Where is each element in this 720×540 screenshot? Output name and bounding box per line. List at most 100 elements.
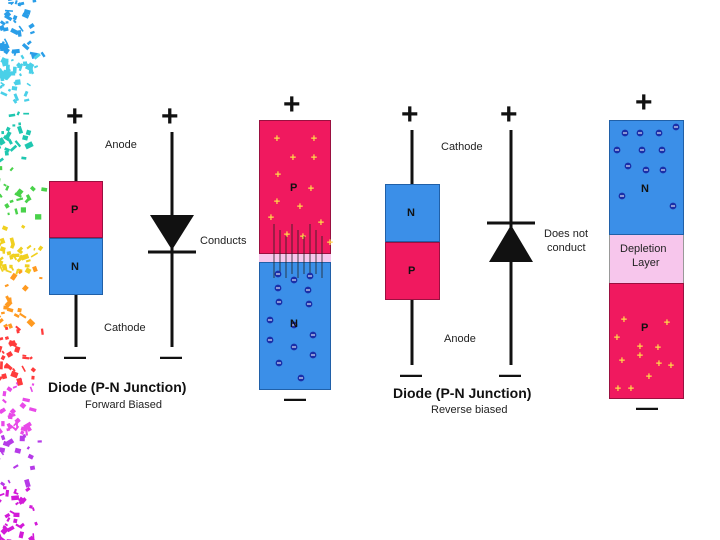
confetti-piece	[0, 533, 3, 540]
confetti-piece	[29, 356, 33, 360]
confetti-piece	[14, 447, 22, 454]
confetti-piece	[0, 259, 4, 268]
confetti-piece	[6, 350, 14, 358]
confetti-piece	[5, 64, 10, 73]
confetti-piece	[22, 354, 27, 357]
confetti-piece	[5, 71, 12, 76]
confetti-piece	[4, 59, 9, 64]
confetti-piece	[12, 15, 18, 21]
confetti-piece	[0, 266, 4, 272]
forward-big-p-region	[259, 120, 331, 254]
confetti-piece	[0, 481, 6, 487]
forward-big-n-label: N	[290, 318, 298, 330]
confetti-piece	[33, 52, 41, 60]
confetti-piece	[21, 365, 26, 373]
confetti-piece	[0, 81, 6, 86]
confetti-piece	[0, 241, 2, 248]
reverse-minus-sign-3: —	[636, 395, 658, 420]
confetti-piece	[18, 25, 24, 32]
confetti-piece	[4, 365, 10, 369]
confetti-piece	[18, 63, 24, 72]
confetti-piece	[0, 72, 4, 79]
confetti-piece	[25, 259, 31, 263]
confetti-piece	[37, 245, 44, 252]
confetti-piece	[20, 54, 25, 60]
forward-minus-sign-3: —	[284, 386, 306, 411]
confetti-piece	[29, 465, 36, 471]
confetti-piece	[5, 269, 12, 274]
confetti-piece	[14, 0, 18, 5]
confetti-piece	[2, 42, 10, 51]
confetti-piece	[40, 51, 46, 58]
confetti-piece	[4, 147, 11, 152]
confetti-piece	[11, 48, 20, 54]
forward-plus-sign-2: +	[161, 100, 179, 133]
forward-p-label: P	[71, 204, 79, 216]
confetti-piece	[16, 256, 23, 263]
confetti-piece	[31, 383, 35, 386]
reverse-does-not-label: Does not	[544, 228, 589, 240]
confetti-piece	[1, 130, 5, 135]
confetti-piece	[13, 512, 20, 518]
confetti-piece	[25, 129, 32, 136]
reverse-big-p-region	[609, 283, 684, 399]
confetti-piece	[10, 27, 20, 36]
confetti-piece	[0, 336, 4, 341]
reverse-cathode-label: Cathode	[441, 141, 483, 153]
confetti-piece	[0, 317, 4, 324]
confetti-piece	[16, 328, 20, 334]
confetti-piece	[3, 305, 8, 310]
confetti-piece	[13, 518, 18, 524]
confetti-piece	[29, 386, 34, 393]
confetti-piece	[0, 20, 6, 26]
confetti-piece	[6, 438, 15, 446]
confetti-piece	[12, 98, 18, 104]
confetti-piece	[0, 376, 3, 381]
confetti-piece	[4, 283, 9, 288]
confetti-piece	[8, 339, 16, 347]
confetti-piece	[19, 312, 27, 319]
confetti-piece	[5, 131, 12, 139]
confetti-piece	[4, 9, 14, 12]
confetti-piece	[0, 345, 3, 353]
confetti-piece	[22, 433, 27, 439]
confetti-piece	[0, 457, 1, 465]
confetti-piece	[23, 98, 30, 102]
reverse-big-n-label: N	[641, 183, 649, 195]
confetti-piece	[0, 355, 6, 361]
confetti-piece	[3, 38, 8, 44]
confetti-piece	[22, 397, 31, 403]
confetti-piece	[26, 426, 32, 432]
confetti-piece	[18, 497, 27, 505]
reverse-conduct-label: conduct	[547, 242, 586, 254]
confetti-piece	[9, 408, 17, 415]
confetti-piece	[21, 156, 27, 160]
confetti-piece	[0, 428, 4, 437]
confetti-piece	[20, 224, 26, 229]
forward-diode-triangle	[150, 215, 194, 250]
confetti-piece	[40, 328, 44, 335]
confetti-piece	[26, 446, 31, 450]
confetti-piece	[33, 247, 36, 251]
forward-plus-sign-1: +	[66, 100, 84, 133]
confetti-piece	[0, 237, 6, 245]
confetti-piece	[9, 510, 15, 515]
confetti-piece	[13, 488, 17, 494]
reverse-p-label: P	[408, 265, 416, 277]
reverse-subtitle: Reverse biased	[431, 404, 508, 416]
forward-cathode-label: Cathode	[104, 322, 146, 334]
confetti-piece	[0, 451, 5, 456]
confetti-piece	[7, 413, 16, 419]
confetti-piece	[10, 370, 19, 379]
forward-subtitle: Forward Biased	[85, 399, 163, 411]
confetti-piece	[5, 489, 10, 497]
confetti-piece	[6, 517, 11, 522]
confetti-piece	[10, 58, 14, 62]
confetti-piece	[18, 73, 22, 77]
confetti-piece	[7, 88, 12, 92]
reverse-p-region	[385, 242, 440, 300]
confetti-piece	[9, 265, 15, 271]
confetti-piece	[17, 307, 22, 313]
confetti-piece	[12, 385, 18, 389]
